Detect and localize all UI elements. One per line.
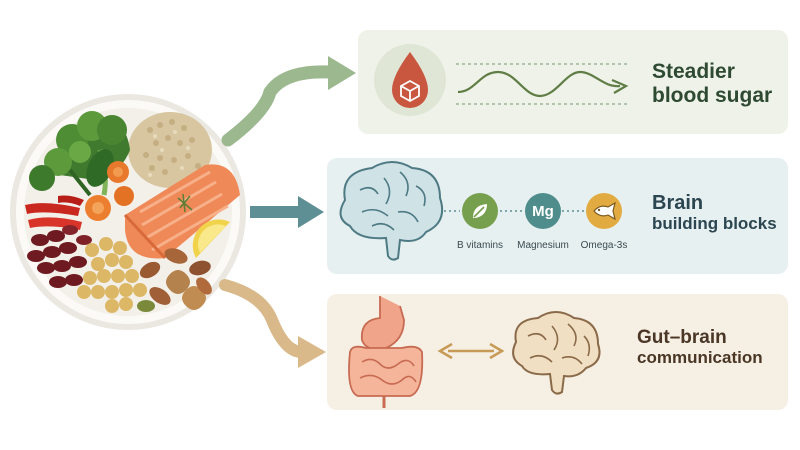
magnesium-symbol: Mg xyxy=(532,202,554,220)
blood-drop-icon xyxy=(374,44,446,116)
gut-brain-label: Gut–brain communication xyxy=(637,327,763,367)
arrow-to-blood-sugar xyxy=(221,56,356,147)
chickpeas-icon xyxy=(77,237,147,313)
blood-sugar-label-line2: blood sugar xyxy=(652,83,773,107)
carrot-icon xyxy=(85,161,134,221)
gut-brain-label-line2: communication xyxy=(637,348,763,368)
lemon-icon xyxy=(192,219,230,258)
gut-brain-brain-icon xyxy=(512,311,601,395)
salmon-icon xyxy=(123,164,240,260)
omega-3-caption: Omega-3s xyxy=(580,240,628,251)
magnesium-caption: Magnesium xyxy=(517,240,569,251)
brain-building-blocks-line2: building blocks xyxy=(652,214,777,234)
blood-sugar-label: Steadier blood sugar xyxy=(652,60,772,107)
steady-glucose-wave xyxy=(456,63,629,105)
leaf-icon xyxy=(473,204,487,218)
arrow-to-brain-building-blocks xyxy=(250,196,324,228)
digestive-system-icon xyxy=(348,296,424,408)
b-vitamins-badge xyxy=(462,193,498,229)
magnesium-badge: Mg xyxy=(525,193,561,229)
omega-3-badge xyxy=(586,193,622,229)
brain-icon xyxy=(339,161,444,261)
kidney-beans-icon xyxy=(27,225,92,288)
gut-brain-label-line1: Gut–brain xyxy=(637,327,727,348)
nuts-icon xyxy=(137,248,212,312)
double-arrow-icon xyxy=(437,342,505,360)
quinoa-icon xyxy=(128,112,212,188)
brain-building-blocks-label: Brain building blocks xyxy=(652,192,777,233)
brain-building-blocks-line1: Brain xyxy=(652,192,704,214)
food-plate-illustration xyxy=(10,94,246,330)
b-vitamins-caption: B vitamins xyxy=(456,240,504,251)
fish-icon xyxy=(593,202,616,220)
blood-sugar-label-line1: Steadier xyxy=(652,60,735,83)
arrow-to-gut-brain xyxy=(219,279,326,368)
